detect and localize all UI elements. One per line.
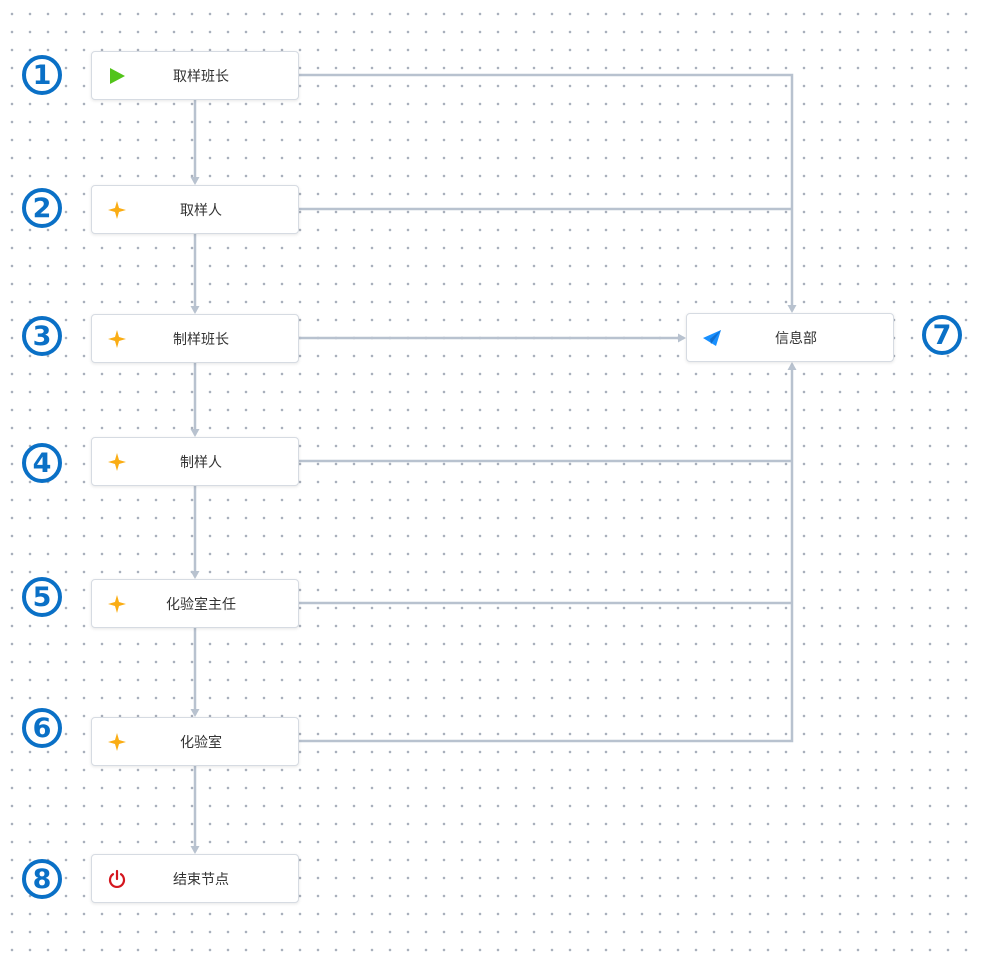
- sparkle-icon: [106, 328, 128, 350]
- edge-chain-arrow-4: [190, 571, 200, 579]
- play-icon: [106, 65, 128, 87]
- sparkle-icon: [106, 731, 128, 753]
- edge-chain-arrow-2: [190, 306, 200, 314]
- node-preparer[interactable]: 制样人: [91, 437, 299, 486]
- node-label: 制样人: [180, 453, 222, 470]
- edge-chain-arrow-3: [190, 429, 200, 437]
- step-badge-4: 4: [22, 443, 62, 483]
- node-sampler[interactable]: 取样人: [91, 185, 299, 234]
- node-label: 信息部: [775, 329, 817, 346]
- node-info-dept[interactable]: 信息部: [686, 313, 894, 362]
- node-sampling-leader[interactable]: 取样班长: [91, 51, 299, 100]
- step-badge-8: 8: [22, 859, 62, 899]
- edge-chain-arrow-6: [190, 846, 200, 854]
- node-end[interactable]: 结束节点: [91, 854, 299, 903]
- node-label: 制样班长: [173, 330, 229, 347]
- edge-chain-arrow-1: [190, 177, 200, 185]
- step-badge-1: 1: [22, 55, 62, 95]
- step-badge-2: 2: [22, 188, 62, 228]
- edge-info-bottom-arrow: [787, 362, 797, 370]
- edge-node1-to-info[interactable]: [299, 73, 794, 311]
- power-icon: [106, 868, 128, 890]
- node-label: 化验室主任: [166, 595, 236, 612]
- sparkle-icon: [106, 593, 128, 615]
- sparkle-icon: [106, 451, 128, 473]
- edge-info-top-arrow: [787, 305, 797, 313]
- edge-node6-to-info[interactable]: [299, 364, 794, 743]
- edge-chain-arrow-5: [190, 709, 200, 717]
- node-label: 取样人: [180, 201, 222, 218]
- node-label: 取样班长: [173, 67, 229, 84]
- step-badge-6: 6: [22, 708, 62, 748]
- node-laboratory[interactable]: 化验室: [91, 717, 299, 766]
- step-badge-5: 5: [22, 577, 62, 617]
- paper-plane-icon: [701, 327, 723, 349]
- node-prep-leader[interactable]: 制样班长: [91, 314, 299, 363]
- edge-node3-arrow: [678, 333, 686, 343]
- sparkle-icon: [106, 199, 128, 221]
- node-label: 结束节点: [173, 870, 229, 887]
- node-lab-director[interactable]: 化验室主任: [91, 579, 299, 628]
- node-label: 化验室: [180, 733, 222, 750]
- step-badge-3: 3: [22, 316, 62, 356]
- step-badge-7: 7: [922, 315, 962, 355]
